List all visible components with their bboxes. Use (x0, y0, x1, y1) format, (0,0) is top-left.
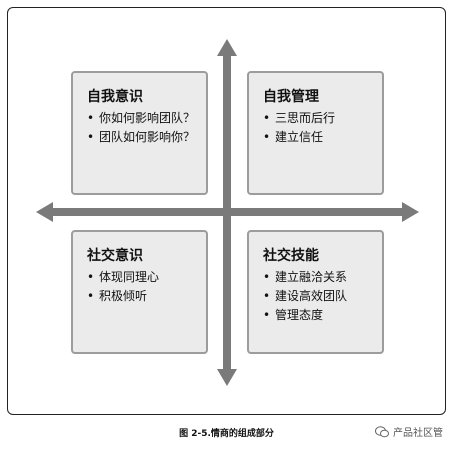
list-item: 建立信任 (263, 128, 382, 147)
quadrant-list: 三思而后行 建立信任 (263, 109, 382, 147)
quadrant-title: 自我管理 (263, 89, 319, 105)
list-item: 你如何影响团队？ (87, 109, 206, 128)
quadrant-self-awareness: 自我意识 你如何影响团队？ 团队如何影响你？ (71, 71, 208, 195)
quadrant-title: 自我意识 (87, 89, 143, 105)
quadrant-list: 你如何影响团队？ 团队如何影响你？ (87, 109, 206, 147)
list-item: 体现同理心 (87, 268, 206, 287)
watermark: 产品社区管 (375, 424, 443, 439)
quadrant-social-awareness: 社交意识 体现同理心 积极倾听 (71, 230, 208, 354)
list-item: 三思而后行 (263, 109, 382, 128)
vertical-axis-arrow-top (217, 39, 237, 56)
wechat-icon (375, 425, 389, 437)
list-item: 建设高效团队 (263, 287, 382, 306)
quadrant-title: 社交意识 (87, 248, 143, 264)
quadrant-list: 体现同理心 积极倾听 (87, 268, 206, 306)
vertical-axis-arrow-bottom (217, 369, 237, 386)
quadrant-social-skills: 社交技能 建立融洽关系 建设高效团队 管理态度 (247, 230, 384, 354)
horizontal-axis-arrow-right (402, 202, 419, 222)
list-item: 团队如何影响你？ (87, 128, 206, 147)
list-item: 建立融洽关系 (263, 268, 382, 287)
figure-caption: 图 2-5.情商的组成部分 (179, 429, 274, 439)
horizontal-axis-arrow-left (36, 202, 53, 222)
quadrant-list: 建立融洽关系 建设高效团队 管理态度 (263, 268, 382, 325)
watermark-text: 产品社区管 (393, 428, 443, 439)
list-item: 管理态度 (263, 306, 382, 325)
quadrant-title: 社交技能 (263, 248, 319, 264)
horizontal-axis (50, 208, 406, 216)
list-item: 积极倾听 (87, 287, 206, 306)
quadrant-self-management: 自我管理 三思而后行 建立信任 (247, 71, 384, 195)
